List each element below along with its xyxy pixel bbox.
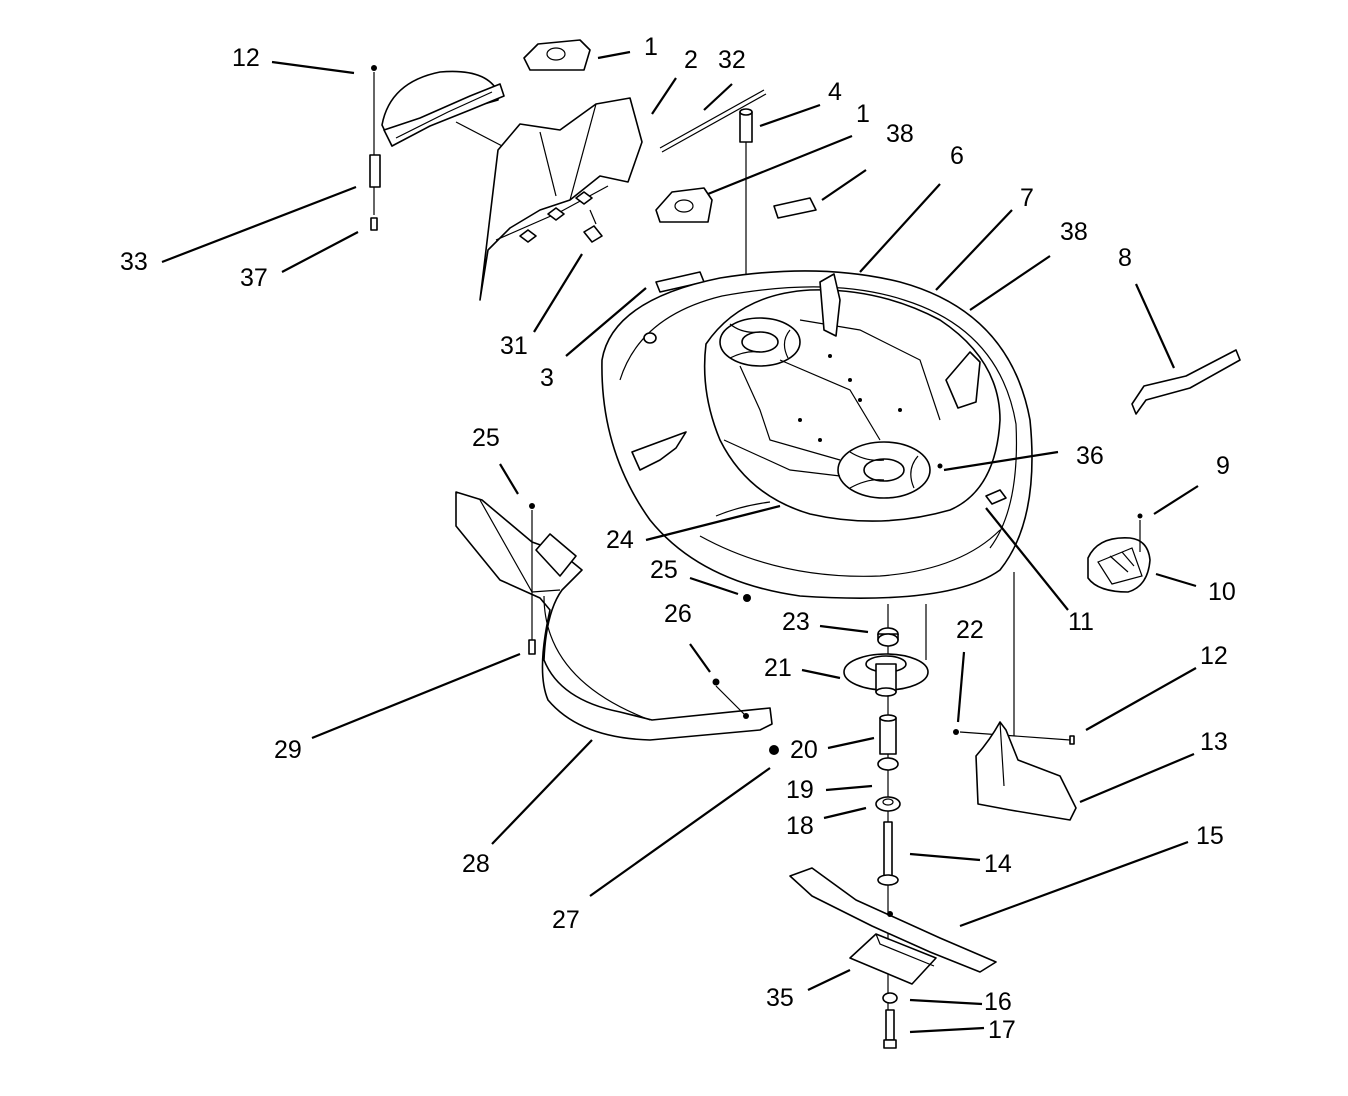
callout-12-right: 12 bbox=[1200, 642, 1228, 670]
callout-12-top: 12 bbox=[232, 44, 260, 72]
callout-38-b: 38 bbox=[1060, 218, 1088, 246]
callout-14: 14 bbox=[984, 850, 1012, 878]
part-9-screw bbox=[1137, 513, 1143, 552]
callout-1-top: 1 bbox=[644, 33, 658, 61]
callout-31: 31 bbox=[500, 332, 528, 360]
callout-23: 23 bbox=[782, 608, 810, 636]
callout-3: 3 bbox=[540, 364, 554, 392]
part-33-pulley-guard bbox=[381, 70, 507, 149]
callout-27: 27 bbox=[552, 906, 580, 934]
part-12-bolt-right bbox=[1013, 572, 1075, 745]
part-38-decal-a bbox=[773, 197, 817, 219]
callout-29: 29 bbox=[274, 736, 302, 764]
part-29-bolt-chute bbox=[528, 639, 536, 655]
callout-32: 32 bbox=[718, 46, 746, 74]
leader-lines bbox=[161, 50, 1199, 1034]
part-25-bolt-chute bbox=[529, 503, 535, 640]
part-23-bearing bbox=[877, 627, 899, 647]
callout-16: 16 bbox=[984, 988, 1012, 1016]
callout-numbers: 1 2 32 4 1 38 6 12 33 37 31 3 7 38 8 36 … bbox=[120, 33, 1236, 1044]
callout-20: 20 bbox=[790, 736, 818, 764]
callout-13: 13 bbox=[1200, 728, 1228, 756]
part-36-mark bbox=[937, 463, 943, 469]
callout-7: 7 bbox=[1020, 184, 1034, 212]
callout-17: 17 bbox=[988, 1016, 1016, 1044]
part-15-blade bbox=[789, 867, 997, 973]
callout-28: 28 bbox=[462, 850, 490, 878]
callout-37: 37 bbox=[240, 264, 268, 292]
part-1-cover-plate-lower bbox=[655, 187, 713, 223]
part-13-mulch-plug bbox=[975, 721, 1077, 821]
callout-26: 26 bbox=[664, 600, 692, 628]
callout-18: 18 bbox=[786, 812, 814, 840]
part-6-mower-deck bbox=[601, 270, 1033, 599]
part-11-mark bbox=[985, 489, 1007, 505]
callout-25-chute: 25 bbox=[472, 424, 500, 452]
part-2-belt-cover bbox=[479, 97, 643, 301]
part-21-spindle-housing bbox=[843, 604, 929, 697]
part-16-washer bbox=[882, 992, 898, 1004]
part-28-discharge-chute bbox=[455, 491, 773, 741]
callout-38-a: 38 bbox=[886, 120, 914, 148]
callout-4: 4 bbox=[828, 78, 842, 106]
callout-15: 15 bbox=[1196, 822, 1224, 850]
callout-9: 9 bbox=[1216, 452, 1230, 480]
part-20-spacer bbox=[879, 714, 897, 755]
part-17-bolt bbox=[883, 1009, 897, 1049]
part-22-screw bbox=[953, 729, 1071, 741]
part-25-nut-deck bbox=[743, 594, 751, 602]
part-26-washer bbox=[712, 678, 747, 717]
part-bolt-stack-left bbox=[369, 65, 381, 231]
callout-11: 11 bbox=[1068, 608, 1094, 636]
callout-25-deck: 25 bbox=[650, 556, 678, 584]
part-32-rod bbox=[659, 89, 767, 153]
part-31-clip bbox=[583, 209, 603, 243]
part-27-nut bbox=[769, 745, 779, 755]
callout-8: 8 bbox=[1118, 244, 1132, 272]
callout-21: 21 bbox=[764, 654, 792, 682]
callout-19: 19 bbox=[786, 776, 814, 804]
callout-22: 22 bbox=[956, 616, 984, 644]
callout-1-lower: 1 bbox=[856, 100, 870, 128]
part-24-mark bbox=[715, 501, 771, 517]
callout-36: 36 bbox=[1076, 442, 1104, 470]
part-8-baffle bbox=[1131, 349, 1241, 415]
callout-24: 24 bbox=[606, 526, 634, 554]
part-4-pin bbox=[739, 108, 753, 290]
part-19-bearing bbox=[877, 757, 899, 771]
part-18-pulley-hub bbox=[875, 796, 901, 812]
callout-6: 6 bbox=[950, 142, 964, 170]
part-10-deflector-knob bbox=[1087, 537, 1151, 593]
callout-35: 35 bbox=[766, 984, 794, 1012]
part-1-cover-plate-top bbox=[523, 39, 591, 71]
callout-33: 33 bbox=[120, 248, 148, 276]
part-14-spindle-shaft bbox=[877, 821, 899, 886]
callout-2: 2 bbox=[684, 46, 698, 74]
callout-10: 10 bbox=[1208, 578, 1236, 606]
part-35-blade-adapter bbox=[849, 933, 937, 985]
